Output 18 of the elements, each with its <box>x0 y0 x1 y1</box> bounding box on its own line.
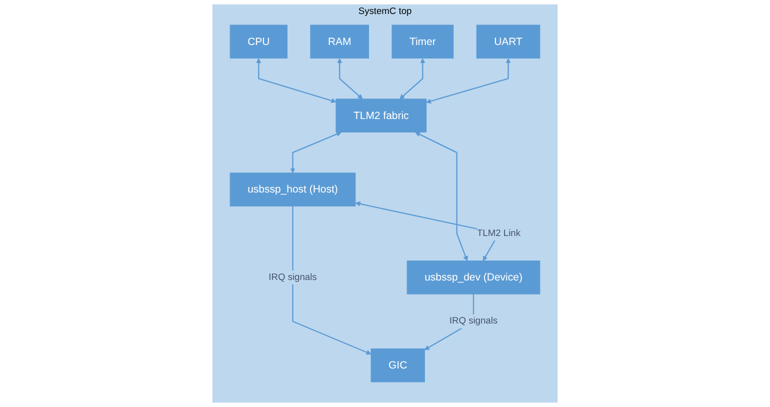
node-box: CPU <box>230 24 288 59</box>
arrow <box>290 132 342 174</box>
arrow <box>400 58 426 100</box>
node-box: GIC <box>370 348 425 382</box>
edge-label: IRQ signals <box>449 316 498 326</box>
node-box: usbssp_dev (Device) <box>406 260 540 294</box>
edge-label: IRQ signals <box>268 272 317 282</box>
arrow <box>415 132 468 262</box>
arrow <box>256 58 336 104</box>
edge-label: TLM2 Link <box>476 228 520 238</box>
node-box: Timer <box>392 24 454 59</box>
node-box: usbssp_host (Host) <box>230 172 356 206</box>
node-box: RAM <box>310 24 369 59</box>
arrow <box>337 58 363 100</box>
arrow <box>426 58 511 104</box>
arrow <box>292 206 372 355</box>
node-box: UART <box>476 24 540 59</box>
node-box: TLM2 fabric <box>336 98 427 132</box>
